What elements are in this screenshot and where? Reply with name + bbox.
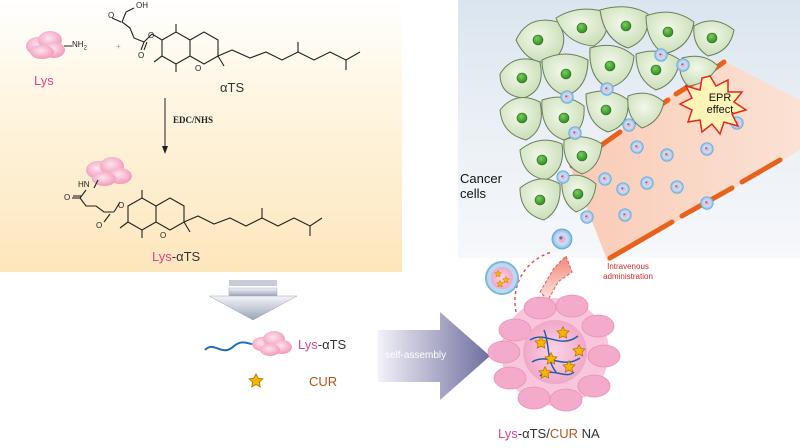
iv-label: Intravenous administration (603, 262, 653, 281)
atts-structure (111, 7, 361, 72)
hn-label: HN (78, 180, 90, 189)
epr-burst (678, 75, 748, 136)
product-structure (72, 179, 323, 238)
self-assembly-arrow (378, 312, 490, 400)
iv-arrow (539, 255, 573, 301)
down-block-arrow (208, 280, 298, 321)
conjugate-cloud (252, 331, 292, 356)
svg-text:O: O (64, 193, 70, 202)
svg-text:O: O (138, 51, 144, 60)
svg-text:O: O (160, 231, 166, 240)
nh2-label: NH2 (72, 40, 87, 52)
svg-text:O: O (118, 201, 124, 210)
svg-text:O: O (108, 11, 114, 20)
product-label: Lys-αTS (152, 249, 201, 264)
nanoassembly-label: Lys-αTS/CUR NA (498, 426, 600, 441)
cancer-cells-label: Cancer cells (460, 171, 502, 201)
svg-text:O: O (148, 31, 154, 40)
conjugate-label: Lys-αTS (298, 337, 347, 352)
svg-text:OH: OH (136, 1, 148, 10)
lys-label: Lys (34, 73, 54, 88)
cur-star-icon (248, 373, 264, 388)
entry-nanoparticle (551, 228, 573, 250)
lys-cloud (26, 31, 65, 59)
cur-label: CUR (309, 374, 338, 389)
cell-nuclei (516, 20, 718, 206)
plus-sign: + (116, 42, 121, 51)
small-nanoassembly (485, 261, 519, 295)
epr-label: EPR effect (706, 92, 734, 116)
chemical-atom-labels: OH O O O O (108, 1, 201, 73)
svg-text:O: O (195, 64, 201, 73)
conjugate-tail (204, 341, 257, 352)
self-assembly-label: self-assembly (385, 350, 447, 361)
atts-label: αTS (220, 80, 245, 95)
reagent-label: EDC/NHS (173, 115, 214, 125)
svg-text:O: O (96, 221, 102, 230)
big-nanoassembly (487, 294, 621, 412)
synthesis-panel (0, 0, 402, 272)
product-cloud (86, 157, 132, 186)
